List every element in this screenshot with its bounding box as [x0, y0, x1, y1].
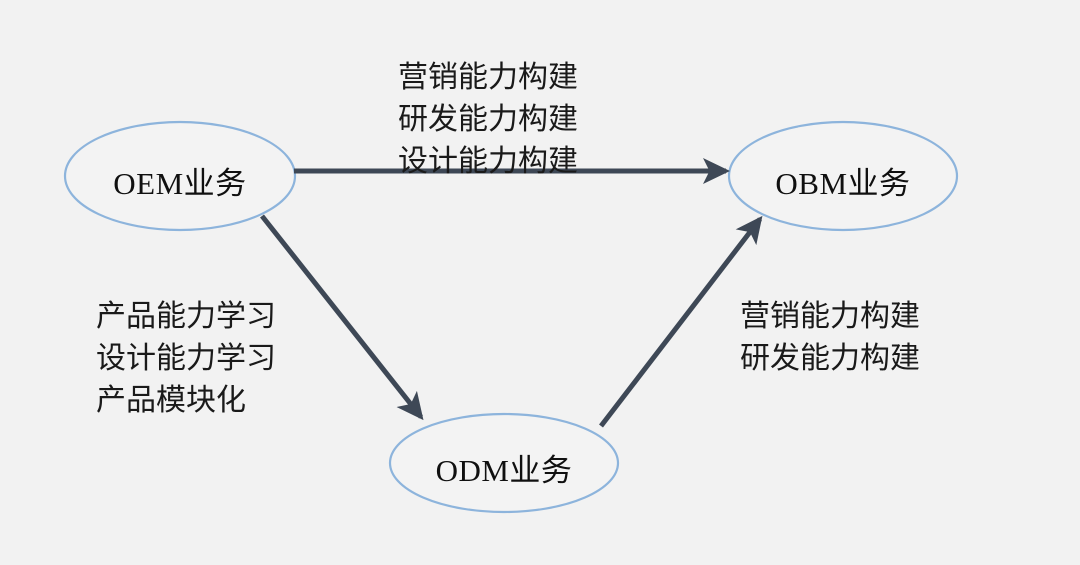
edge-label-line: 产品模块化: [96, 384, 246, 417]
node-label-oem: OEM业务: [113, 166, 247, 201]
edge-label-line: 研发能力构建: [398, 103, 578, 136]
node-label-odm: ODM业务: [435, 453, 573, 488]
edge-label-line: 营销能力构建: [398, 61, 578, 94]
edge-label-line: 产品能力学习: [96, 300, 276, 333]
edge-arrow-odm-to-obm[interactable]: [599, 215, 763, 428]
edge-arrow-oem-to-odm[interactable]: [260, 214, 424, 421]
edge-label-oem-to-obm: 营销能力构建 研发能力构建 设计能力构建: [398, 57, 578, 183]
edge-label-line: 设计能力构建: [398, 145, 578, 178]
node-ellipse-oem[interactable]: [63, 120, 297, 232]
node-ellipse-odm[interactable]: [388, 412, 620, 514]
node-label-obm: OBM业务: [775, 166, 911, 201]
edge-label-odm-to-obm: 营销能力构建 研发能力构建: [740, 296, 920, 380]
edge-label-line: 研发能力构建: [740, 342, 920, 375]
edge-label-line: 营销能力构建: [740, 300, 920, 333]
edge-label-oem-to-odm: 产品能力学习 设计能力学习 产品模块化: [96, 296, 276, 422]
edge-label-line: 设计能力学习: [96, 342, 276, 375]
